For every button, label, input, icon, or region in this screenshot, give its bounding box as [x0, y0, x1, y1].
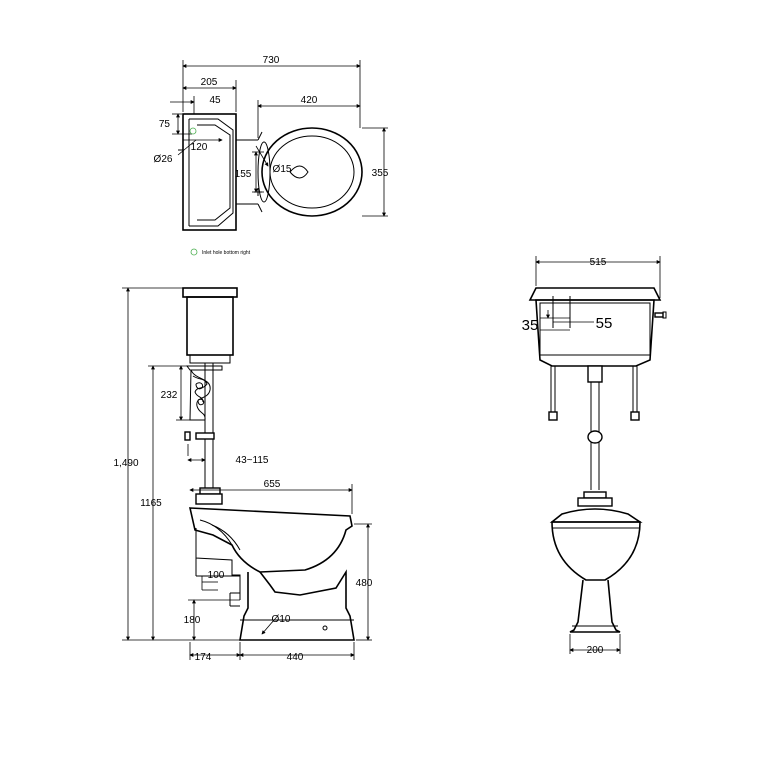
dim-420-label: 420 [301, 95, 318, 106]
dim-100-label: 100 [208, 570, 225, 581]
front-view: 515 35 55 200 [522, 256, 667, 656]
top-view-neck [236, 131, 263, 213]
dim-55: 55 [553, 315, 612, 332]
dim-730-label: 730 [263, 55, 280, 66]
dim-232-label: 232 [161, 390, 178, 401]
dim-10-label: Ø10 [272, 614, 291, 625]
side-view-pan [188, 507, 355, 641]
dim-440-label: 440 [287, 652, 304, 663]
dim-174: 174 [189, 642, 241, 663]
dim-200-label: 200 [587, 645, 604, 656]
dim-1490-label: 1,490 [113, 458, 138, 469]
top-view-cistern [178, 113, 237, 231]
dim-480: 480 [354, 523, 373, 641]
dim-100: 100 [201, 570, 225, 591]
dim-515-label: 515 [590, 257, 607, 268]
dim-200: 200 [569, 634, 621, 656]
dim-35-label: 35 [522, 317, 539, 334]
dim-120-label: 120 [191, 142, 208, 153]
dim-10: Ø10 [261, 614, 291, 635]
inlet-note: Inlet hole bottom right [190, 248, 251, 256]
front-view-flush-pipe [577, 365, 613, 507]
front-view-cistern [528, 287, 667, 367]
dim-420: 420 [257, 95, 361, 138]
side-view-bracket [186, 365, 223, 421]
dim-155-label: 155 [235, 169, 252, 180]
dim-440: 440 [239, 642, 355, 663]
dim-180: 180 [184, 599, 240, 641]
top-view-bowl [254, 127, 363, 217]
dim-15-label: Ø15 [273, 164, 292, 175]
dim-1165: 1165 [140, 365, 187, 641]
inlet-note-text: Inlet hole bottom right [202, 250, 251, 256]
dim-655: 655 [189, 479, 353, 514]
dim-355: 355 [362, 127, 389, 217]
dim-232: 232 [161, 365, 190, 421]
side-view-cistern [182, 287, 238, 364]
front-view-chains [548, 366, 640, 421]
dim-45-label: 45 [209, 95, 221, 106]
dim-43-115-label: 43~115 [236, 455, 269, 466]
inlet-marker-icon [190, 248, 198, 256]
dim-730: 730 [182, 55, 361, 128]
front-view-bowl [549, 508, 643, 633]
dim-43-115: 43~115 [187, 444, 269, 466]
dim-55-label: 55 [596, 315, 613, 332]
dim-180-label: 180 [184, 615, 201, 626]
side-view: 1,490 1165 232 43~115 655 [113, 287, 373, 663]
dim-26-label: Ø26 [154, 154, 173, 165]
dim-45: 45 [170, 95, 221, 114]
dim-205: 205 [182, 77, 237, 112]
dim-205-label: 205 [201, 77, 218, 88]
dim-355-label: 355 [372, 168, 389, 179]
dim-75: 75 [159, 113, 192, 135]
dim-120: 120 [183, 138, 223, 153]
dim-174-label: 174 [195, 652, 212, 663]
dim-480-label: 480 [356, 578, 373, 589]
dim-515: 515 [535, 256, 661, 298]
dim-655-label: 655 [264, 479, 281, 490]
dim-15: Ø15 [255, 145, 292, 175]
dim-35: 35 [522, 310, 570, 334]
top-view: 730 205 45 420 75 [154, 55, 389, 256]
dim-1165-label: 1165 [140, 498, 162, 509]
dim-75-label: 75 [159, 119, 171, 130]
dim-155: 155 [235, 151, 264, 193]
dim-1490: 1,490 [113, 287, 240, 641]
dim-26: Ø26 [154, 127, 197, 165]
